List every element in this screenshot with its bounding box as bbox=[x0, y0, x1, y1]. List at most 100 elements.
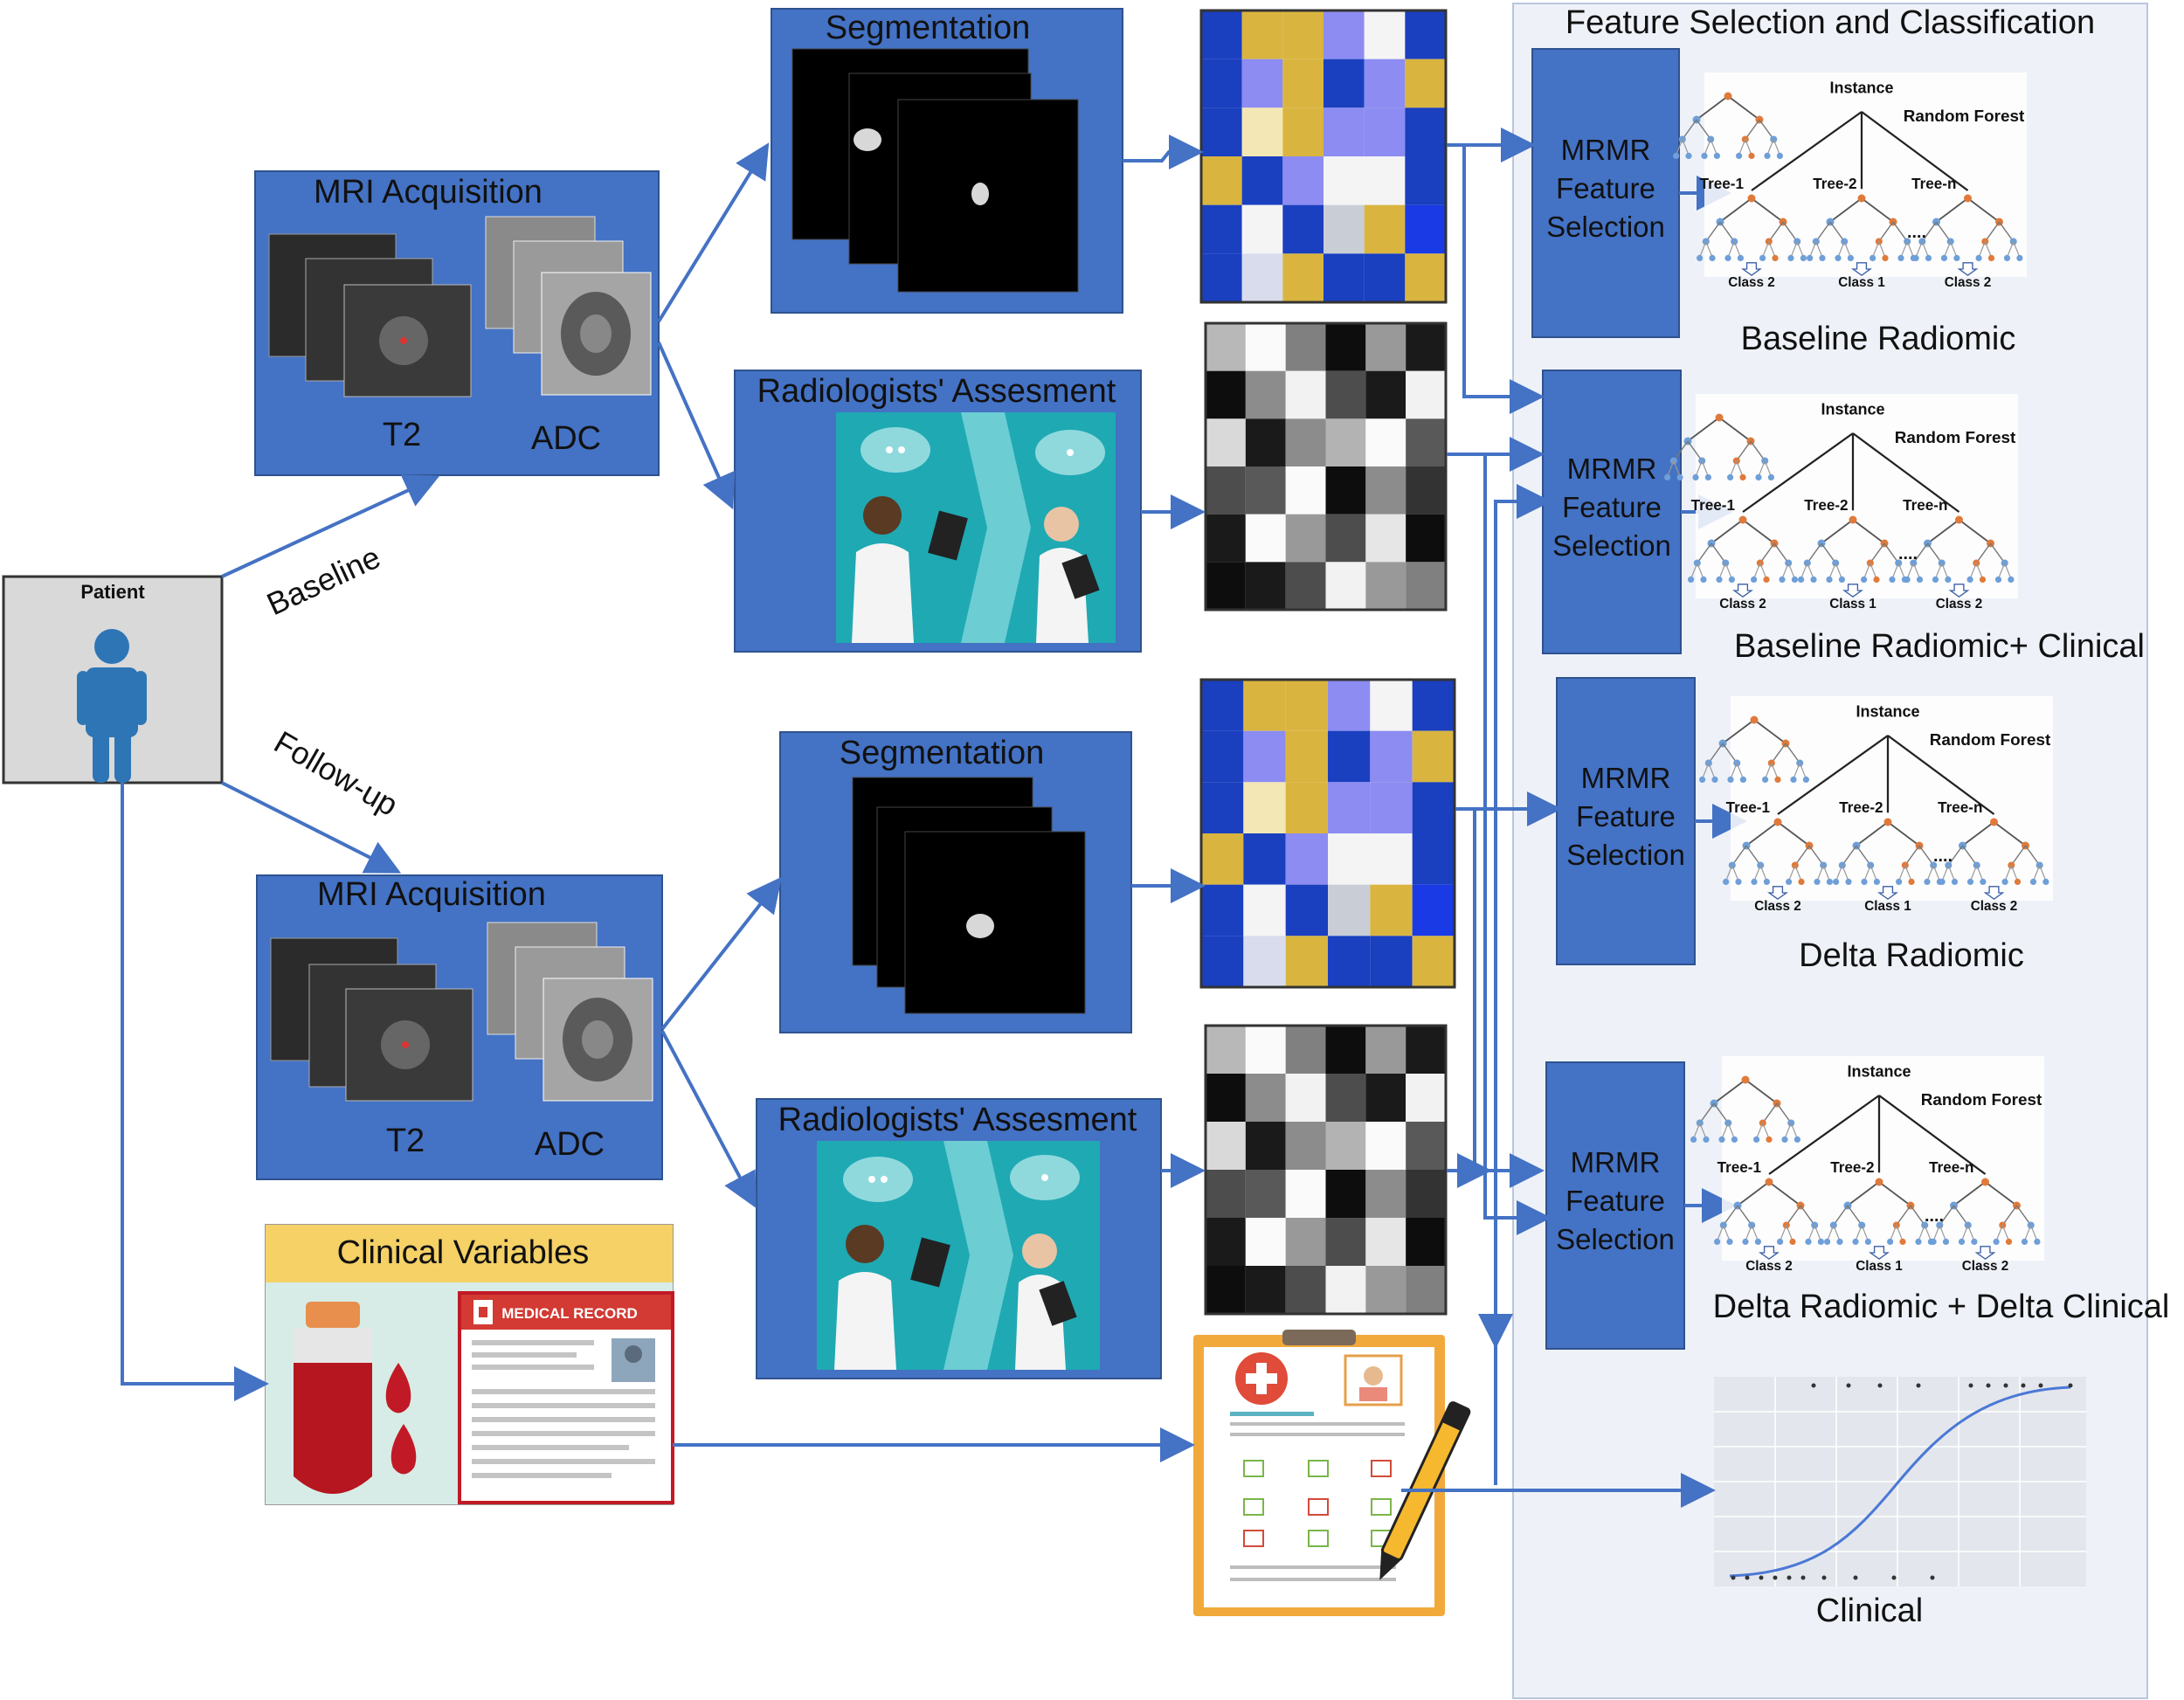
heatmap-cell bbox=[1365, 1266, 1406, 1314]
model-caption: Delta Radiomic bbox=[1799, 937, 2024, 974]
forest-label: Instance bbox=[1856, 702, 1919, 720]
forest-label: Class 2 bbox=[1719, 597, 1766, 612]
heatmap-cell bbox=[1412, 730, 1455, 783]
patient-label: Patient bbox=[80, 581, 145, 603]
logistic-curve bbox=[1729, 1386, 2071, 1578]
mrmr-label: MRMR bbox=[1561, 134, 1651, 166]
heatmap-cell bbox=[1365, 1122, 1406, 1170]
forest-label: .... bbox=[1933, 847, 1952, 866]
heatmap-cell bbox=[1365, 323, 1406, 371]
heatmap-cell bbox=[1206, 562, 1246, 610]
heatmap-cell bbox=[1324, 10, 1365, 59]
mrmr-label: Selection bbox=[1552, 529, 1671, 562]
heatmap-cell bbox=[1328, 782, 1371, 833]
medical-record-icon: MEDICAL RECORD bbox=[458, 1291, 674, 1504]
heatmap-cell bbox=[1406, 1026, 1446, 1074]
heatmap-cell bbox=[1406, 1122, 1446, 1170]
mrmr-label: Feature bbox=[1562, 491, 1662, 523]
speech-bubble-icon bbox=[860, 427, 930, 473]
forest-label: Random Forest bbox=[1895, 429, 2016, 447]
t2-label: T2 bbox=[386, 1123, 425, 1159]
doctor-icon bbox=[1015, 1234, 1077, 1370]
heatmap-cell bbox=[1324, 107, 1365, 156]
heatmap-cell bbox=[1243, 680, 1286, 731]
heatmap-cell bbox=[1412, 833, 1455, 885]
heatmap-cell bbox=[1206, 323, 1246, 371]
doctor-icon bbox=[1036, 507, 1100, 643]
arrow-patient-to-mri-followup bbox=[221, 781, 402, 874]
heatmap-cell bbox=[1406, 1074, 1446, 1122]
heatmap-cell bbox=[1412, 680, 1455, 731]
forest-label: Random Forest bbox=[1921, 1091, 2042, 1109]
heatmap-cell bbox=[1285, 466, 1326, 515]
arrow-mri-to-segmentation bbox=[660, 876, 782, 1031]
heatmap-cell bbox=[1325, 1218, 1366, 1266]
down-arrow-icon bbox=[1759, 1246, 1780, 1261]
heatmap-cell bbox=[1328, 936, 1371, 987]
forest-label: Class 1 bbox=[1838, 275, 1885, 290]
forest-label: Class 2 bbox=[1754, 899, 1801, 914]
mrmr-label: MRMR bbox=[1571, 1146, 1661, 1178]
heatmap-cell bbox=[1365, 1170, 1406, 1218]
heatmap-cell bbox=[1245, 418, 1286, 466]
heatmap-cell bbox=[1325, 466, 1366, 515]
heatmap-cell bbox=[1241, 59, 1283, 108]
arrow-mri-to-radiologists bbox=[660, 1030, 757, 1209]
segmentation-slice bbox=[904, 831, 1086, 1014]
heatmap-cell bbox=[1245, 1218, 1286, 1266]
heatmap-cell bbox=[1243, 884, 1286, 936]
heatmap-cell bbox=[1201, 884, 1244, 936]
heatmap-cell bbox=[1325, 1026, 1366, 1074]
speech-bubble-icon bbox=[843, 1157, 913, 1202]
heatmap-cell bbox=[1364, 156, 1406, 205]
forest-label: Tree-n bbox=[1929, 1159, 1973, 1176]
blood-tube-icon bbox=[294, 1302, 417, 1494]
down-arrow-icon bbox=[1842, 584, 1863, 598]
person-icon bbox=[77, 629, 147, 783]
heatmap-cell bbox=[1245, 1122, 1286, 1170]
radiologists-assessment-baseline: Radiologists' Assesment bbox=[734, 370, 1142, 653]
segmentation-followup: Segmentation bbox=[779, 731, 1132, 1033]
segmentation-title: Segmentation bbox=[826, 10, 1031, 46]
doctor-icon bbox=[834, 1225, 950, 1370]
forest-label: .... bbox=[1925, 1206, 1944, 1226]
heatmap-cell bbox=[1282, 253, 1324, 302]
mrmr-label: Feature bbox=[1565, 1185, 1665, 1217]
heatmap-cell bbox=[1201, 59, 1242, 108]
arrow-patient-to-mri-baseline bbox=[221, 474, 440, 578]
heatmap-cell bbox=[1364, 204, 1406, 254]
heatmap-cell bbox=[1206, 514, 1246, 563]
forest-label: Tree-2 bbox=[1813, 176, 1856, 192]
heatmap-cell bbox=[1206, 1074, 1246, 1122]
forest-label: Tree-n bbox=[1911, 176, 1956, 192]
heatmap-cell bbox=[1285, 936, 1328, 987]
forest-label: Tree-2 bbox=[1804, 497, 1848, 514]
heatmap-cell bbox=[1282, 107, 1324, 156]
down-arrow-icon bbox=[1877, 886, 1898, 901]
heatmap-cell bbox=[1405, 204, 1446, 254]
heatmap-cell bbox=[1328, 680, 1371, 731]
followup-label: Follow-up bbox=[268, 723, 404, 823]
heatmap-cell bbox=[1245, 1170, 1286, 1218]
heatmap-cell bbox=[1324, 204, 1365, 254]
heatmap-cell bbox=[1406, 514, 1446, 563]
heatmap-cell bbox=[1282, 156, 1324, 205]
mrmr-label: MRMR bbox=[1581, 762, 1671, 794]
forest-label: Tree-n bbox=[1938, 799, 1982, 816]
segmentation-baseline: Segmentation bbox=[771, 8, 1123, 314]
heatmap-cell bbox=[1245, 562, 1286, 610]
heatmap-cell bbox=[1245, 1026, 1286, 1074]
forest-label: Instance bbox=[1821, 400, 1884, 418]
down-arrow-icon bbox=[1767, 886, 1788, 901]
heatmap-cell bbox=[1245, 466, 1286, 515]
heatmap-cell bbox=[1370, 936, 1413, 987]
heatmap-cell bbox=[1206, 1218, 1246, 1266]
heatmap-cell bbox=[1405, 107, 1446, 156]
heatmap-cell bbox=[1201, 833, 1244, 885]
heatmap-cell bbox=[1285, 418, 1326, 466]
heatmap-cell bbox=[1364, 59, 1406, 108]
heatmap-cell bbox=[1365, 1026, 1406, 1074]
heatmap-cell bbox=[1328, 884, 1371, 936]
